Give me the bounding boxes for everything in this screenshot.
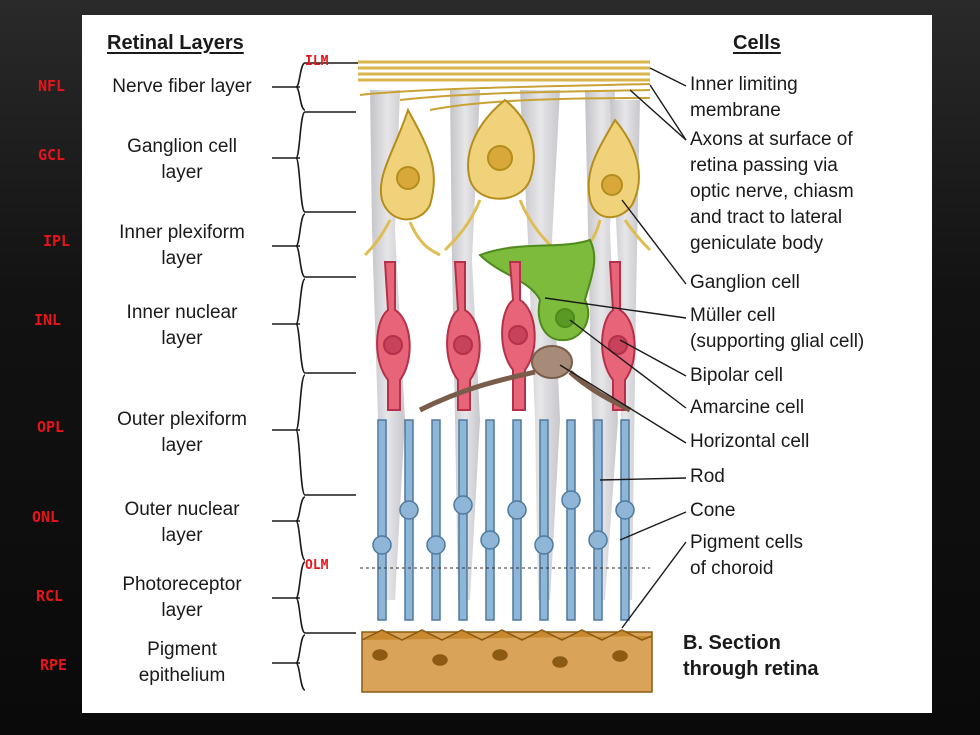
label-axons: Axons at surface of retina passing via o… xyxy=(690,127,854,257)
cell-label-line: Müller cell xyxy=(690,305,776,326)
ganglion-cells xyxy=(379,98,640,221)
figure-caption: B. Section through retina xyxy=(683,630,819,682)
cell-label-line: geniculate body xyxy=(690,233,824,254)
cell-label-line: Horizontal cell xyxy=(690,431,810,452)
layer-label-line: Inner nuclear xyxy=(126,302,238,323)
cell-label-line: optic nerve, chiasm xyxy=(690,181,854,202)
layer-label-nfl: Nerve fiber layer xyxy=(92,74,272,100)
label-cone: Cone xyxy=(690,498,735,524)
label-amarcine-cell: Amarcine cell xyxy=(690,395,804,421)
cells-header: Cells xyxy=(733,32,781,54)
abbr-opl: OPL xyxy=(37,418,65,436)
pigment-epithelium xyxy=(361,629,653,693)
label-bipolar-cell: Bipolar cell xyxy=(690,363,783,389)
cell-label-line: and tract to lateral xyxy=(690,207,843,228)
layer-label-rpe: Pigment epithelium xyxy=(92,637,272,689)
label-muller-cell: Müller cell (supporting glial cell) xyxy=(690,303,864,355)
layer-label-ipl: Inner plexiform layer xyxy=(92,220,272,272)
label-inner-limiting-membrane: Inner limiting membrane xyxy=(690,72,798,124)
cell-label-line: membrane xyxy=(690,100,781,121)
cell-label-line: Cone xyxy=(690,500,736,521)
cell-label-line: Bipolar cell xyxy=(690,365,783,386)
layer-label-line: layer xyxy=(161,525,203,546)
cell-label-line: Amarcine cell xyxy=(690,397,805,418)
layer-label-line: Inner plexiform xyxy=(119,222,245,243)
abbr-inl: INL xyxy=(34,311,62,329)
label-ganglion-cell: Ganglion cell xyxy=(690,270,800,296)
ilm-tag: ILM xyxy=(305,54,329,69)
horizontal-cell xyxy=(418,345,632,413)
retinal-layers-header: Retinal Layers xyxy=(107,32,244,54)
cell-label-line: Ganglion cell xyxy=(690,272,800,293)
abbr-ipl: IPL xyxy=(43,232,71,250)
label-pigment-cells: Pigment cells of choroid xyxy=(690,530,803,582)
cell-label-line: Axons at surface of xyxy=(690,129,853,150)
layer-label-inl: Inner nuclear layer xyxy=(92,300,272,352)
bipolar-cells xyxy=(376,261,636,411)
amacrine-cell xyxy=(478,238,596,342)
abbr-rpe: RPE xyxy=(40,656,68,674)
layer-label-line: Outer plexiform xyxy=(117,409,247,430)
layer-label-opl: Outer plexiform layer xyxy=(92,407,272,459)
layer-label-line: layer xyxy=(161,162,203,183)
layer-label-line: epithelium xyxy=(138,665,226,686)
layer-label-line: Photoreceptor xyxy=(122,574,242,595)
caption-line: through retina xyxy=(683,658,819,680)
layer-label-line: layer xyxy=(161,248,203,269)
cell-label-line: Inner limiting xyxy=(690,74,798,95)
label-rod: Rod xyxy=(690,464,725,490)
label-leaders xyxy=(544,67,687,629)
olm-tag: OLM xyxy=(305,558,329,573)
abbr-gcl: GCL xyxy=(38,146,66,164)
layer-braces xyxy=(272,62,358,691)
layer-label-line: layer xyxy=(161,600,203,621)
cell-label-line: Rod xyxy=(690,466,725,487)
layer-label-line: Outer nuclear xyxy=(124,499,240,520)
abbr-nfl: NFL xyxy=(38,77,66,95)
label-horizontal-cell: Horizontal cell xyxy=(690,429,809,455)
cell-label-line: Pigment cells xyxy=(690,532,803,553)
layer-label-line: Pigment xyxy=(147,639,217,660)
caption-line: B. Section xyxy=(683,632,781,654)
layer-label-rcl: Photoreceptor layer xyxy=(92,572,272,624)
nerve-fibers xyxy=(359,83,651,111)
layer-label-line: layer xyxy=(161,435,203,456)
cell-label-line: of choroid xyxy=(690,558,774,579)
photoreceptors xyxy=(372,419,635,621)
layer-label-onl: Outer nuclear layer xyxy=(92,497,272,549)
abbr-onl: ONL xyxy=(32,508,60,526)
layer-label-gcl: Ganglion cell layer xyxy=(92,134,272,186)
cell-label-line: retina passing via xyxy=(690,155,838,176)
layer-label-line: layer xyxy=(161,328,203,349)
abbr-rcl: RCL xyxy=(36,587,64,605)
layer-label-line: Nerve fiber layer xyxy=(112,76,252,97)
cell-label-line: (supporting glial cell) xyxy=(690,331,865,352)
layer-label-line: Ganglion cell xyxy=(127,136,237,157)
inner-limiting-membrane xyxy=(358,60,650,82)
